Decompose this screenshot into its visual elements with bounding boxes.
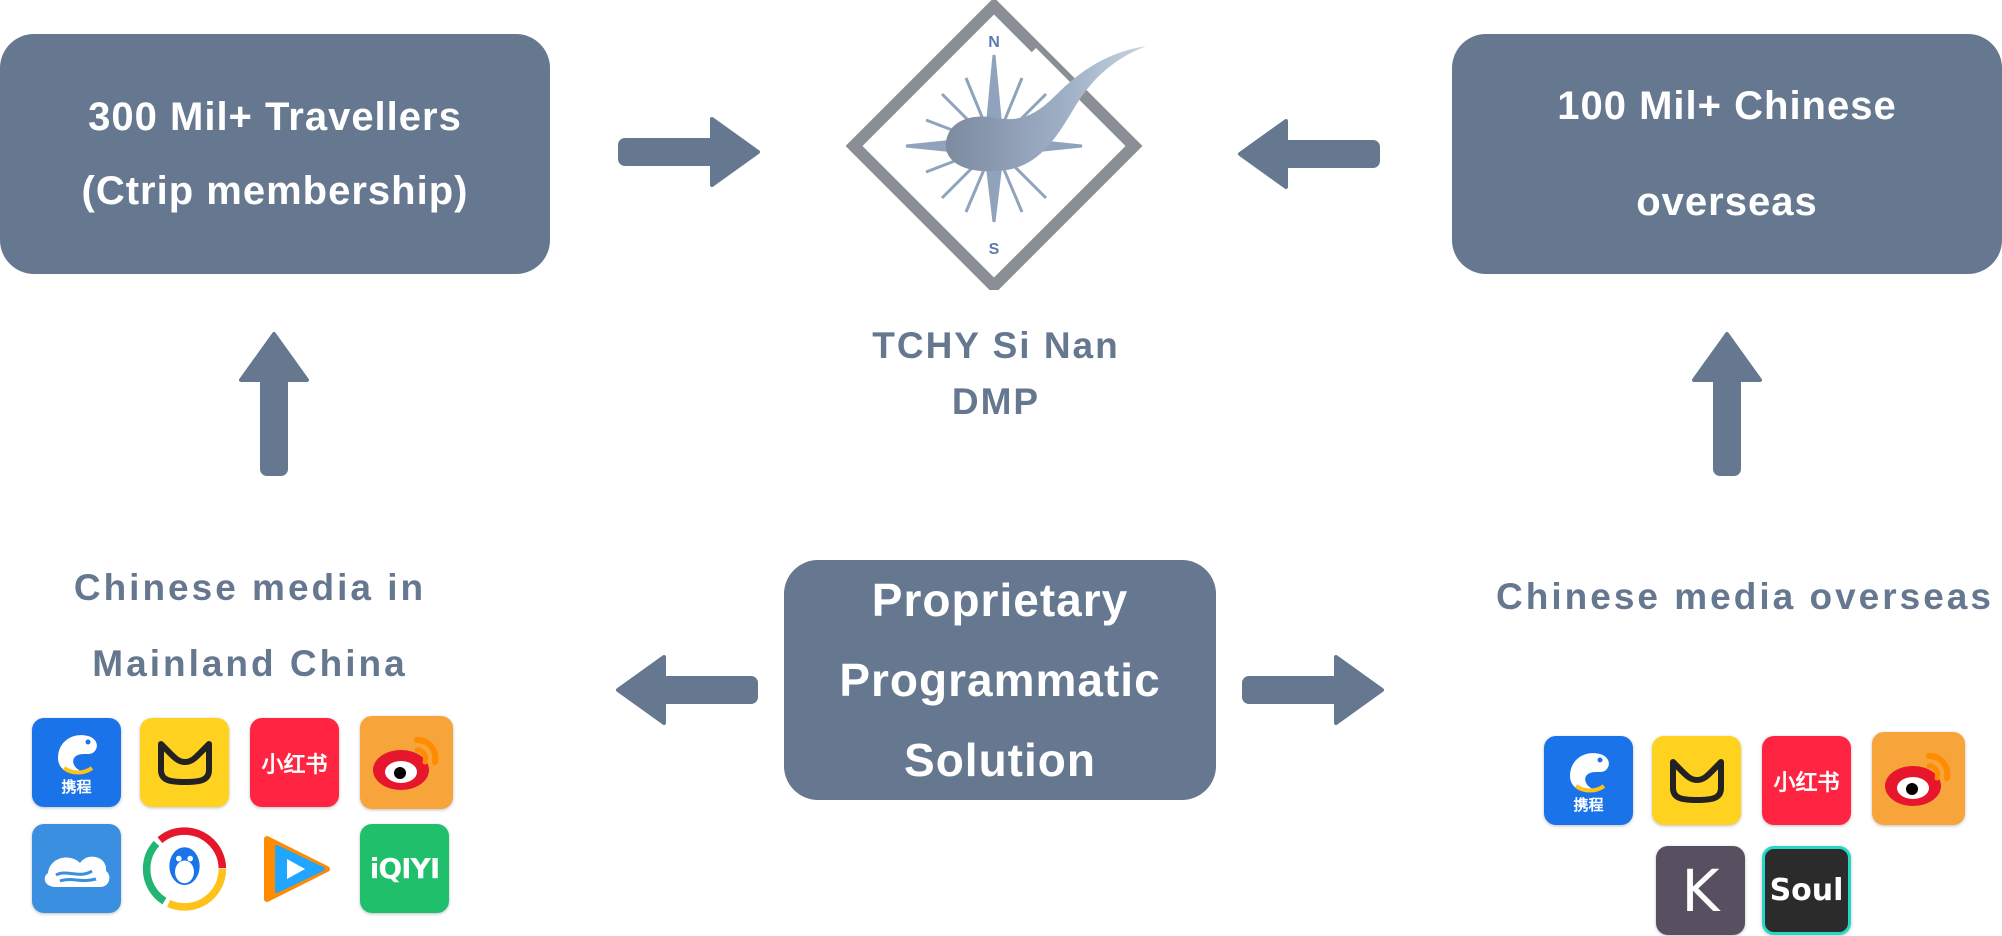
xiaohongshu-app-icon: 小红书 bbox=[250, 718, 339, 807]
xiaohongshu-app-label: 小红书 bbox=[261, 752, 328, 778]
overseas-line1: 100 Mil+ Chinese bbox=[1557, 84, 1897, 128]
chinese-overseas-box: 100 Mil+ Chinese overseas bbox=[1452, 34, 2002, 274]
logo-diamond-frame bbox=[845, 0, 1143, 295]
tencent-video-app-icon bbox=[250, 824, 339, 913]
weather-cloud-app-icon bbox=[32, 824, 121, 913]
ctrip-app-icon: 携程 bbox=[32, 718, 121, 807]
travellers-line2: (Ctrip membership) bbox=[81, 169, 469, 213]
xiaohongshu-app-label-overseas: 小红书 bbox=[1773, 770, 1840, 796]
logo-caption-line1: TCHY Si Nan bbox=[872, 325, 1120, 366]
logo-caption: TCHY Si Nan DMP bbox=[846, 318, 1146, 430]
soul-app-icon: Soul bbox=[1762, 846, 1851, 935]
mainland-media-label: Chinese media in Mainland China bbox=[30, 550, 470, 702]
overseas-media-label: Chinese media overseas bbox=[1490, 570, 2000, 624]
logo-caption-line2: DMP bbox=[951, 381, 1041, 422]
programmatic-line2: Programmatic bbox=[839, 654, 1161, 706]
xiaohongshu-app-icon-overseas: 小红书 bbox=[1762, 736, 1851, 825]
weibo-app-icon bbox=[360, 716, 453, 809]
ctrip-app-label: 携程 bbox=[61, 778, 92, 796]
meituan-app-icon bbox=[140, 718, 229, 807]
overseas-line2: overseas bbox=[1636, 180, 1818, 224]
ctrip-app-label-overseas: 携程 bbox=[1573, 796, 1604, 814]
keep-app-icon: K bbox=[1656, 846, 1745, 935]
mainland-line1: Chinese media in bbox=[73, 567, 427, 608]
iqiyi-app-icon: iQIYI bbox=[360, 824, 449, 913]
meituan-app-icon-overseas bbox=[1652, 736, 1741, 825]
programmatic-line1: Proprietary bbox=[871, 574, 1129, 626]
travellers-box: 300 Mil+ Travellers (Ctrip membership) bbox=[0, 34, 550, 274]
arrow-left-top bbox=[1238, 119, 1380, 189]
ctrip-app-icon-overseas: 携程 bbox=[1544, 736, 1633, 825]
arrow-left-bottom bbox=[616, 655, 758, 725]
arrow-up-right bbox=[1692, 332, 1762, 476]
logo-spoon-icon bbox=[945, 46, 1146, 172]
logo-south-letter: S bbox=[989, 241, 1000, 258]
keep-app-label: K bbox=[1681, 856, 1720, 925]
soul-app-label: Soul bbox=[1769, 873, 1844, 908]
weibo-app-icon-overseas bbox=[1872, 732, 1965, 825]
mainland-line2: Mainland China bbox=[92, 643, 408, 684]
overseas-media-text: Chinese media overseas bbox=[1496, 576, 1994, 617]
si-nan-compass-logo: N S bbox=[845, 0, 1146, 295]
arrow-right-top bbox=[618, 117, 760, 187]
qq-app-icon bbox=[140, 824, 229, 913]
logo-north-letter: N bbox=[988, 34, 1000, 51]
arrow-up-left bbox=[239, 332, 309, 476]
programmatic-line3: Solution bbox=[904, 734, 1096, 786]
programmatic-solution-box: Proprietary Programmatic Solution bbox=[784, 560, 1216, 800]
travellers-line1: 300 Mil+ Travellers bbox=[88, 95, 462, 139]
arrow-right-bottom bbox=[1242, 655, 1384, 725]
iqiyi-app-label: iQIYI bbox=[369, 852, 441, 885]
